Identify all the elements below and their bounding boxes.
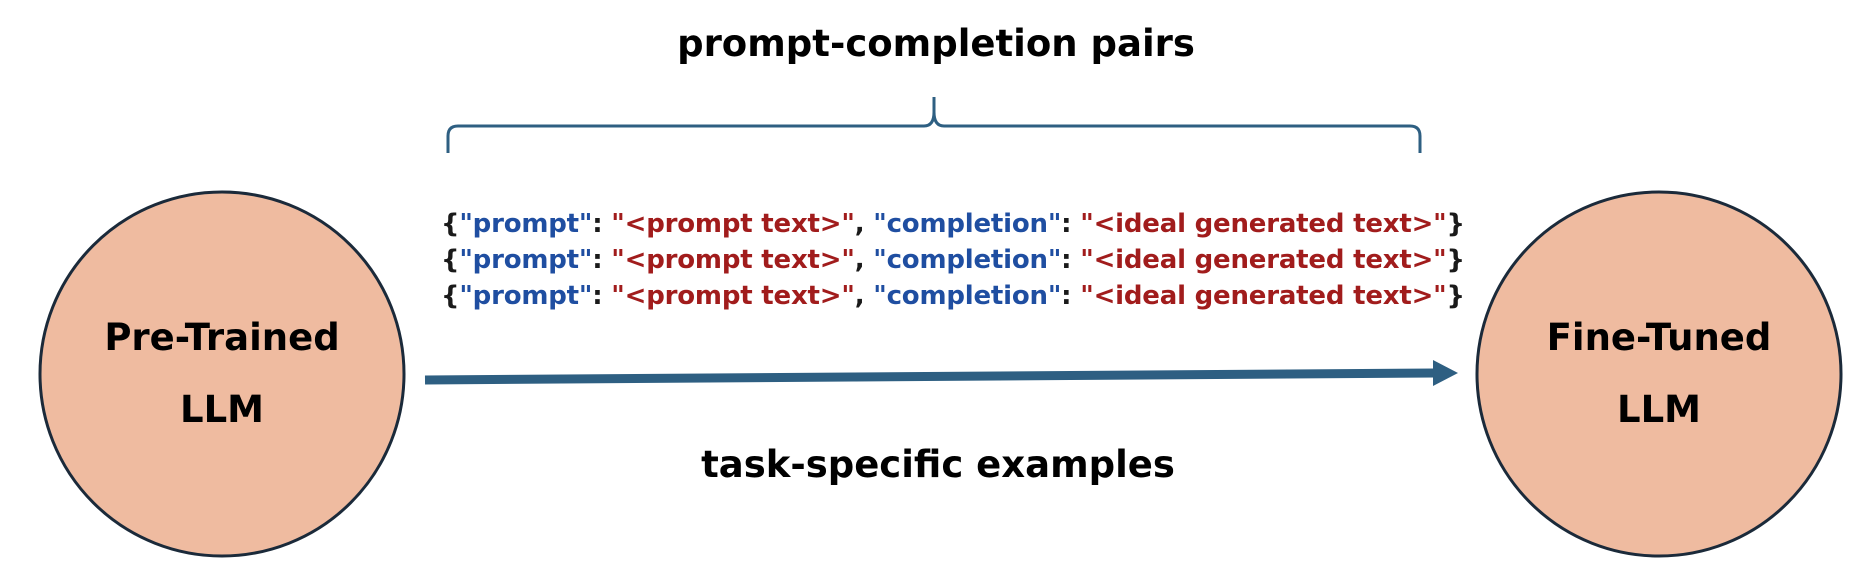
open-brace: { bbox=[441, 209, 460, 239]
completion-value: "<ideal generated text>" bbox=[1080, 209, 1447, 239]
curly-brace bbox=[446, 97, 1422, 153]
colon: : bbox=[1061, 281, 1081, 311]
colon: : bbox=[1061, 209, 1081, 239]
example-line-2: {"prompt": "<prompt text>", "completion"… bbox=[441, 242, 1465, 278]
prompt-value: "<prompt text>" bbox=[611, 245, 855, 275]
close-brace: } bbox=[1446, 209, 1466, 239]
open-brace: { bbox=[441, 245, 460, 275]
prompt-key: "prompt" bbox=[459, 245, 593, 275]
top-caption: prompt-completion pairs bbox=[677, 22, 1195, 65]
comma: , bbox=[854, 281, 874, 311]
prompt-value: "<prompt text>" bbox=[611, 281, 855, 311]
completion-value: "<ideal generated text>" bbox=[1080, 245, 1447, 275]
pre-trained-label-line1: Pre-Trained bbox=[104, 316, 340, 359]
bottom-caption: task-specific examples bbox=[701, 443, 1175, 486]
colon: : bbox=[592, 245, 612, 275]
example-line-3: {"prompt": "<prompt text>", "completion"… bbox=[441, 278, 1465, 314]
completion-key: "completion" bbox=[873, 209, 1062, 239]
completion-key: "completion" bbox=[873, 281, 1062, 311]
colon: : bbox=[1061, 245, 1081, 275]
pre-trained-llm-circle bbox=[38, 190, 406, 558]
comma: , bbox=[854, 245, 874, 275]
example-line-1: {"prompt": "<prompt text>", "completion"… bbox=[441, 206, 1465, 242]
colon: : bbox=[592, 281, 612, 311]
prompt-key: "prompt" bbox=[459, 209, 593, 239]
pre-trained-label-line2: LLM bbox=[180, 388, 264, 431]
fine-tuned-label-line2: LLM bbox=[1617, 388, 1701, 431]
transition-arrow-head bbox=[1433, 360, 1458, 386]
transition-arrow-shaft bbox=[424, 368, 1436, 385]
pre-trained-llm-node: Pre-Trained LLM bbox=[40, 192, 404, 556]
fine-tuned-label-line1: Fine-Tuned bbox=[1546, 316, 1772, 359]
comma: , bbox=[854, 209, 874, 239]
fine-tuned-llm-circle bbox=[1475, 190, 1843, 558]
prompt-value: "<prompt text>" bbox=[611, 209, 855, 239]
prompt-completion-examples: {"prompt": "<prompt text>", "completion"… bbox=[441, 206, 1465, 314]
fine-tuned-llm-node: Fine-Tuned LLM bbox=[1477, 192, 1841, 556]
close-brace: } bbox=[1446, 281, 1466, 311]
completion-key: "completion" bbox=[873, 245, 1062, 275]
completion-value: "<ideal generated text>" bbox=[1080, 281, 1447, 311]
colon: : bbox=[592, 209, 612, 239]
open-brace: { bbox=[441, 281, 460, 311]
prompt-key: "prompt" bbox=[459, 281, 593, 311]
close-brace: } bbox=[1446, 245, 1466, 275]
